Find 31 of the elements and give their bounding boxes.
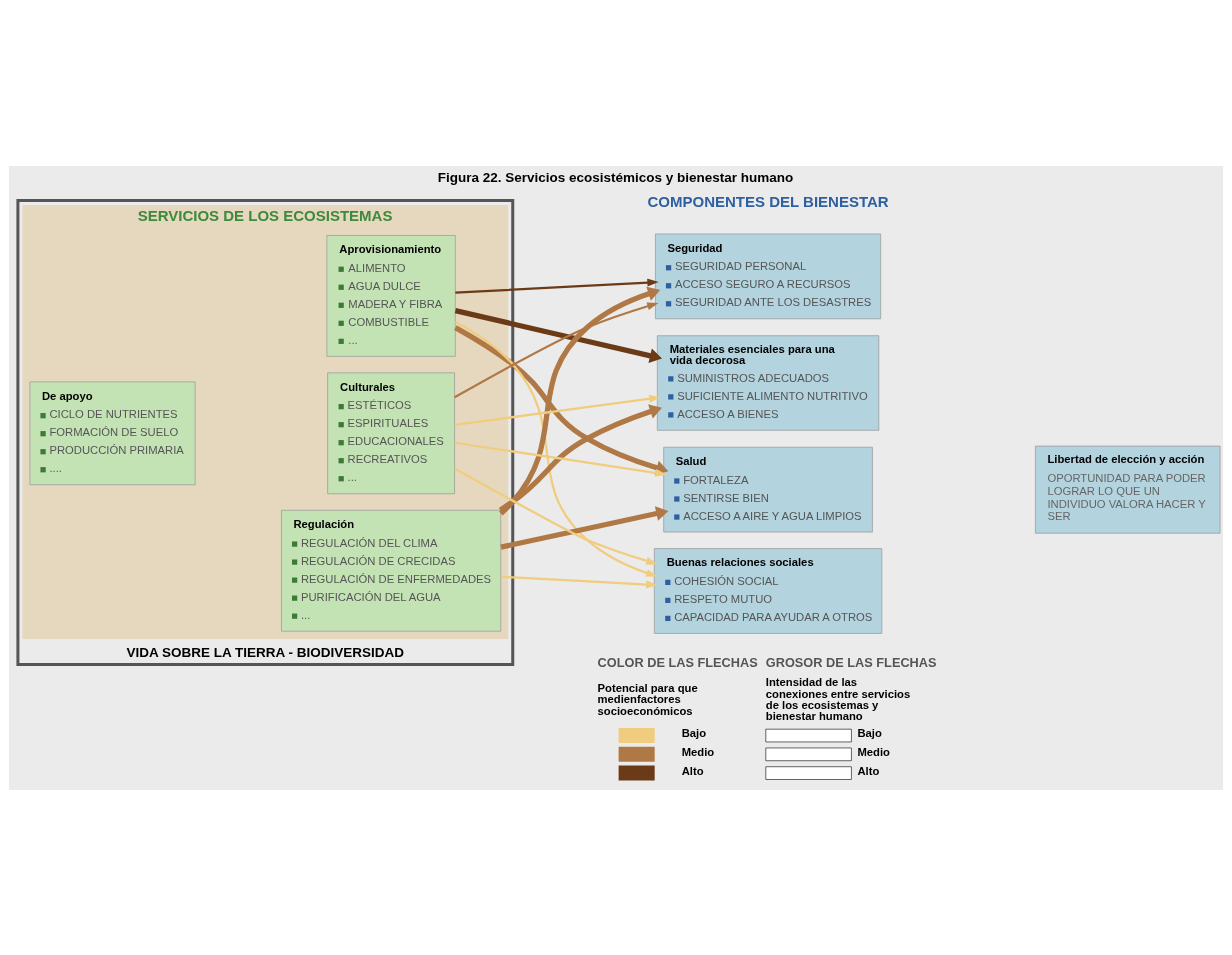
arrow — [498, 403, 662, 512]
arrow — [500, 505, 669, 550]
legend-label: Bajo — [681, 726, 707, 739]
node-box: Materiales esenciales para una vida decorosa SUMINISTROS ADECUADOS SUFICIENTE ALIMENTO NUTRITIVO ACCESO A BIENES — [656, 334, 880, 431]
legend-label: Medio — [857, 745, 890, 758]
arrow — [499, 286, 661, 515]
legend-label: Bajo — [857, 726, 882, 739]
node-box: Buenas relaciones sociales COHESIÓN SOCIAL RESPETO MUTUO CAPACIDAD PARA AYUDAR A OTROS — [653, 547, 883, 634]
legend-label: Alto — [681, 764, 704, 777]
arrow — [454, 394, 661, 426]
arrow — [454, 441, 667, 477]
label: COLOR DE LAS FLECHAS — [597, 654, 758, 670]
node-box: Salud FORTALEZA SENTIRSE BIEN ACCESO A AIRE Y AGUA LIMPIOS — [663, 446, 873, 532]
arrow — [454, 301, 659, 398]
label: COMPONENTES DEL BIENESTAR — [647, 192, 889, 210]
node-box: Libertad de elección y acción OPORTUNIDAD PARA PODER LOGRAR LO QUE UN INDIVIDUO VALORA HACER Y SER — [1035, 445, 1221, 534]
label: GROSOR DE LAS FLECHAS — [765, 654, 937, 670]
arrow — [455, 278, 659, 294]
legend-label: Medio — [681, 745, 715, 758]
label: Intensidad de las conexiones entre servicios de los ecosistemas y bienestar humano — [765, 675, 911, 722]
node-box: Seguridad SEGURIDAD PERSONAL ACCESO SEGURO A RECURSOS SEGURIDAD ANTE LOS DESASTRES — [655, 233, 882, 319]
node-box: Aprovisionamiento ALIMENTO AGUA DULCE MADERA Y FIBRA COMBUSTIBLE ... — [326, 234, 456, 357]
arrow — [454, 307, 662, 363]
diagram-title: Figura 22. Servicios ecosistémicos y bienestar humano — [437, 169, 794, 185]
node-box: Regulación REGULACIÓN DEL CLIMA REGULACIÓN DE CRECIDAS REGULACIÓN DE ENFERMEDADES PURIFICACIÓN DEL AGUA ... — [281, 509, 502, 632]
arrow — [500, 575, 658, 588]
arrow — [454, 324, 669, 475]
label: Potencial para que medienfactores socioeconómicos — [597, 681, 698, 717]
node-box: De apoyo CICLO DE NUTRIENTES FORMACIÓN DE SUELO PRODUCCIÓN PRIMARIA .... — [29, 381, 196, 485]
legend-label: Alto — [857, 764, 880, 777]
node-box: Culturales ESTÉTICOS ESPIRITUALES EDUCACIONALES RECREATIVOS ... — [327, 372, 455, 494]
